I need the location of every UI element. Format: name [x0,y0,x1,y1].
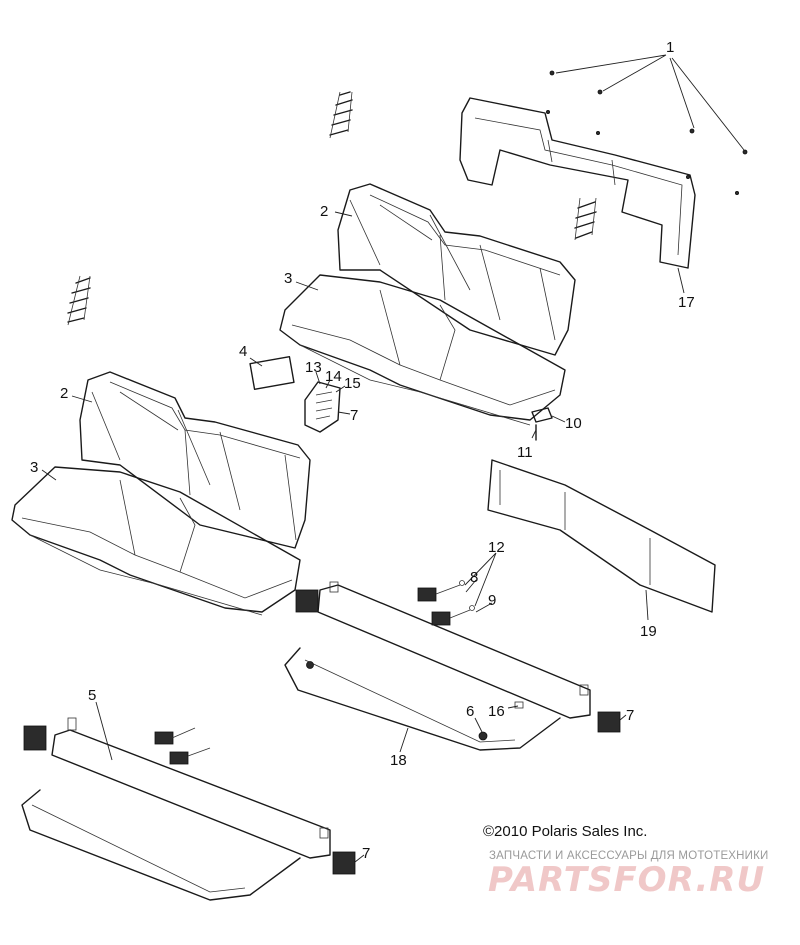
upper-seat-frame-18 [284,581,621,751]
seat-latch-left-lower [23,725,47,751]
callout-10: 10 [565,415,582,432]
callout-18: 18 [390,752,407,769]
spring-upper-left [329,91,353,139]
callout-7-lower: 7 [362,845,370,862]
spring-left [67,275,91,326]
callout-16: 16 [488,703,505,720]
rear-panel-17 [459,97,696,269]
watermark-tagline: ЗАПЧАСТИ И АКСЕССУАРЫ ДЛЯ МОТОТЕХНИКИ [489,850,769,862]
callout-12: 12 [488,539,505,556]
callout-6: 6 [466,703,474,720]
callout-7-right: 7 [626,707,634,724]
callout-1: 1 [666,39,674,56]
callout-2-upper: 2 [320,203,328,220]
callout-9: 9 [488,592,496,609]
upper-seat-back [337,183,576,356]
copyright-notice: ©2010 Polaris Sales Inc. [483,823,648,840]
callout-7-bracket: 7 [350,407,358,424]
seat-base-panel-19 [487,459,716,613]
spring-rear [574,197,597,241]
screws-1 [546,70,748,195]
lower-seat-frame-5 [21,717,356,901]
lower-seat-back [79,371,311,549]
lower-seat-bottom [11,466,301,616]
callout-3-lower: 3 [30,459,38,476]
callout-19: 19 [640,623,657,640]
watermark-logo: PARTSFOR.RU [488,860,766,900]
label-sticker-4 [249,356,295,390]
upper-seat-bottom [279,274,566,426]
callout-11: 11 [517,444,533,461]
callout-15: 15 [344,375,361,392]
callout-4: 4 [239,343,247,360]
callout-labels: 1 2 3 2 3 4 13 14 15 7 10 11 12 8 9 17 1… [30,39,695,862]
seat-latch-7-lower [332,851,356,875]
callout-5: 5 [88,687,96,704]
seat-latch-left [295,589,319,613]
callout-13: 13 [305,359,322,376]
callout-8: 8 [470,569,478,586]
seat-belt-buckles-12 [417,580,475,626]
clip-10 [531,407,553,423]
callout-2-lower: 2 [60,385,68,402]
seat-latch-7-right [597,711,621,733]
callout-14: 14 [325,368,342,385]
callout-3-upper: 3 [284,270,292,287]
callout-17: 17 [678,294,695,311]
spring-bracket [304,381,341,433]
leader-lines [41,211,685,863]
